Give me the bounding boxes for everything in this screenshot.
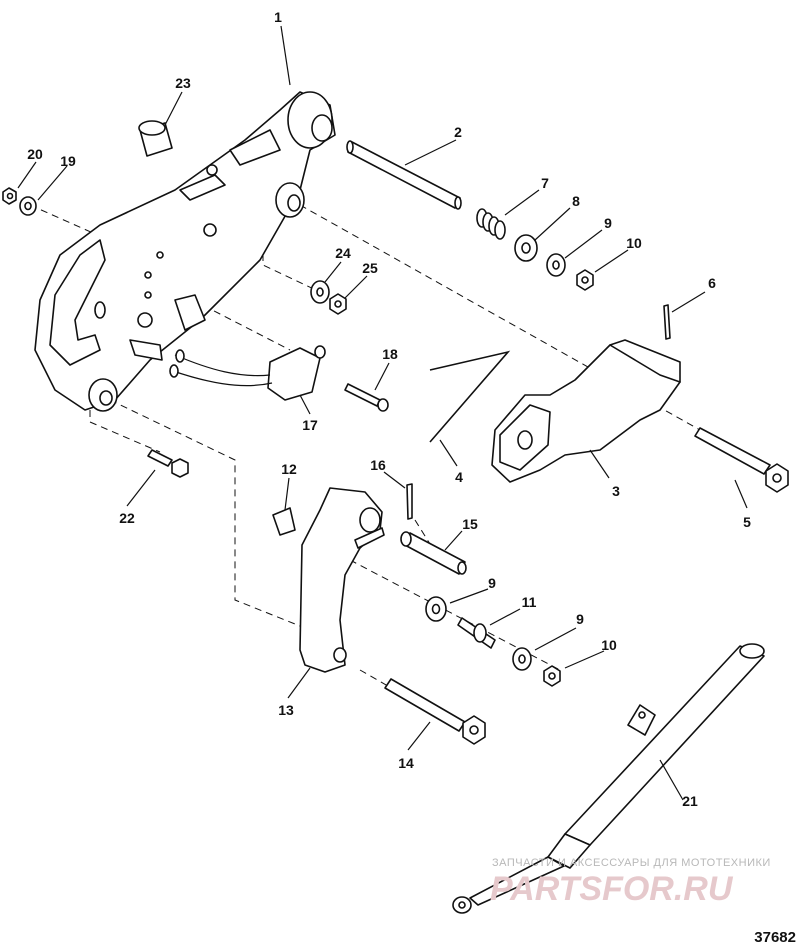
part-19-washer — [19, 196, 37, 216]
part-9-washer-lower — [512, 647, 532, 671]
part-5-bolt — [694, 427, 789, 493]
callout-21: 21 — [682, 793, 698, 809]
leader-lines — [17, 25, 748, 801]
callout-22: 22 — [119, 510, 135, 526]
callout-23: 23 — [175, 75, 191, 91]
watermark-brand: PARTSFOR.RU — [490, 870, 734, 908]
callout-13: 13 — [278, 702, 294, 718]
part-15-pin — [400, 531, 467, 575]
callout-24: 24 — [335, 245, 351, 261]
callout-17: 17 — [302, 417, 318, 433]
callout-18: 18 — [382, 346, 398, 362]
part-8-washer — [514, 234, 538, 262]
callout-20: 20 — [27, 146, 43, 162]
watermark: ЗАПЧАСТИ И АКСЕССУАРЫ ДЛЯ МОТОТЕХНИКИ PA… — [490, 857, 771, 908]
callout-4: 4 — [455, 469, 463, 485]
part-22-bolt — [147, 449, 189, 478]
part-9-washer-middle — [425, 596, 447, 622]
callout-8: 8 — [572, 193, 580, 209]
part-17-switch — [169, 345, 326, 401]
part-14-bolt — [384, 678, 486, 745]
part-1-main-bracket — [34, 91, 336, 412]
callout-3: 3 — [612, 483, 620, 499]
callout-9-middle: 9 — [488, 575, 496, 591]
part-25-nut — [329, 293, 347, 315]
callout-10-lower: 10 — [601, 637, 617, 653]
part-23-bushing — [138, 120, 173, 157]
part-11-stud — [457, 617, 496, 649]
callout-9-upper: 9 — [604, 215, 612, 231]
part-12-clip — [272, 507, 296, 536]
callout-14: 14 — [398, 755, 414, 771]
part-10-nut-lower — [543, 665, 561, 687]
part-6-cotter-pin — [663, 304, 671, 340]
part-18-screw — [344, 383, 389, 412]
part-2-stud — [346, 140, 462, 210]
callout-2: 2 — [454, 124, 462, 140]
callout-19: 19 — [60, 153, 76, 169]
callout-7: 7 — [541, 175, 549, 191]
part-20-nut — [2, 187, 17, 205]
watermark-tagline: ЗАПЧАСТИ И АКСЕССУАРЫ ДЛЯ МОТОТЕХНИКИ — [492, 857, 771, 869]
part-9-washer-upper — [546, 253, 566, 277]
callout-labels: 1 2 3 4 5 6 7 8 9 10 9 11 9 10 12 13 14 … — [27, 9, 751, 809]
part-24-washer — [310, 280, 330, 304]
part-7-spring — [476, 208, 506, 240]
part-13-lever-arm — [299, 487, 385, 673]
callout-16: 16 — [370, 457, 386, 473]
part-4-wire-link — [429, 350, 511, 443]
callout-5: 5 — [743, 514, 751, 530]
callout-6: 6 — [708, 275, 716, 291]
part-10-nut-upper — [576, 269, 594, 291]
part-16-cotter-pin — [406, 483, 413, 520]
callout-25: 25 — [362, 260, 378, 276]
callout-12: 12 — [281, 461, 297, 477]
callout-9-lower: 9 — [576, 611, 584, 627]
figure-number: 37682 — [754, 929, 796, 946]
callout-1: 1 — [274, 9, 282, 25]
callout-11: 11 — [522, 594, 537, 610]
part-21-rod — [452, 643, 765, 914]
part-3-lever-bracket — [491, 339, 681, 483]
callout-10-upper: 10 — [626, 235, 642, 251]
callout-15: 15 — [462, 516, 478, 532]
